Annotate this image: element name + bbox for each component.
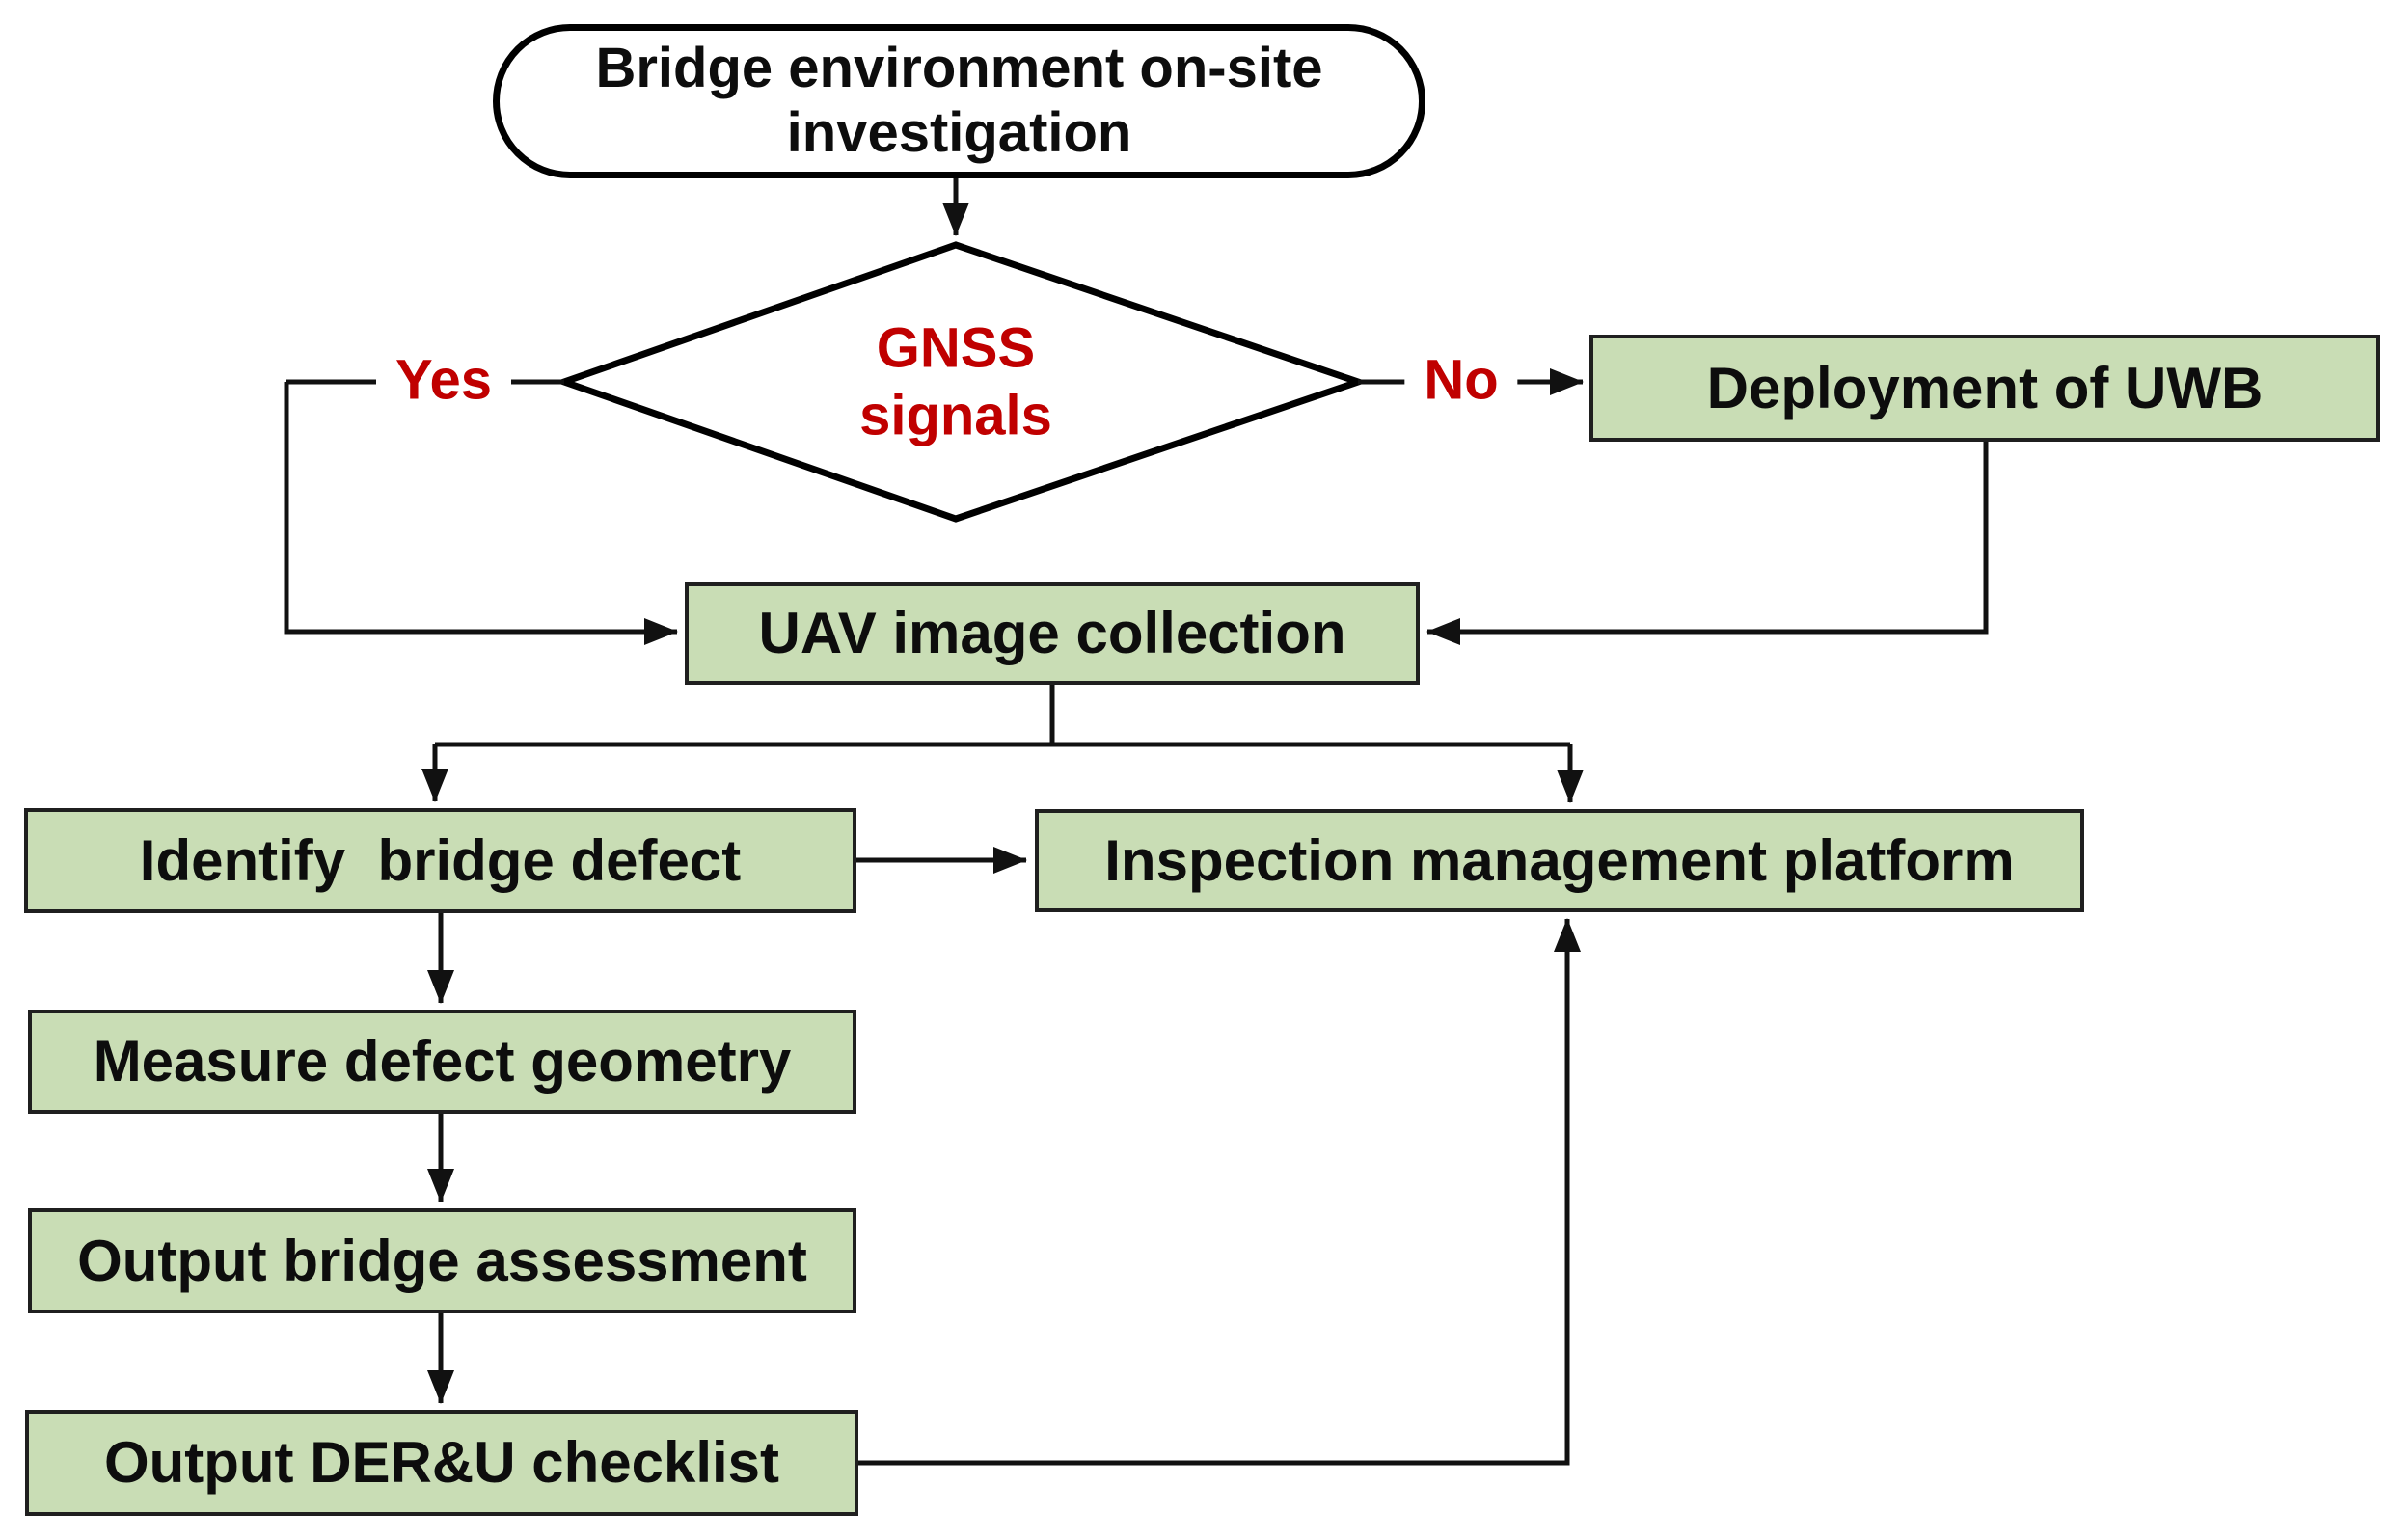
edge-yes-to-uav — [284, 382, 678, 646]
node-identify-defect-label: Identify bridge defect — [139, 827, 742, 893]
node-uav-collection: UAV image collection — [685, 582, 1420, 685]
node-output-assessment-label: Output bridge assessment — [77, 1228, 807, 1293]
edge-deployment-to-uav — [1426, 442, 1989, 645]
branch-label-yes: Yes — [376, 347, 511, 413]
node-measure-geometry: Measure defect geometry — [28, 1010, 856, 1114]
node-start: Bridge environment on-site investigation — [493, 24, 1425, 178]
node-identify-defect: Identify bridge defect — [24, 808, 856, 913]
node-output-assessment: Output bridge assessment — [28, 1208, 856, 1313]
decision-diamond — [554, 241, 1369, 523]
node-inspection-platform: Inspection management platform — [1035, 809, 2084, 912]
node-inspection-platform-label: Inspection management platform — [1104, 827, 2015, 893]
node-deployment-uwb-label: Deployment of UWB — [1706, 355, 2264, 420]
node-deployment-uwb: Deployment of UWB — [1589, 335, 2380, 442]
branch-label-no: No — [1404, 347, 1518, 413]
node-output-checklist: Output DER&U checklist — [25, 1410, 858, 1516]
node-measure-geometry-label: Measure defect geometry — [93, 1029, 792, 1094]
node-start-label: Bridge environment on-site investigation — [595, 37, 1323, 164]
edge-checklist-to-inspection — [858, 918, 1582, 1466]
node-uav-collection-label: UAV image collection — [758, 601, 1346, 665]
node-output-checklist-label: Output DER&U checklist — [103, 1430, 780, 1495]
node-gnss-decision-label: GNSS signals — [859, 316, 1052, 446]
